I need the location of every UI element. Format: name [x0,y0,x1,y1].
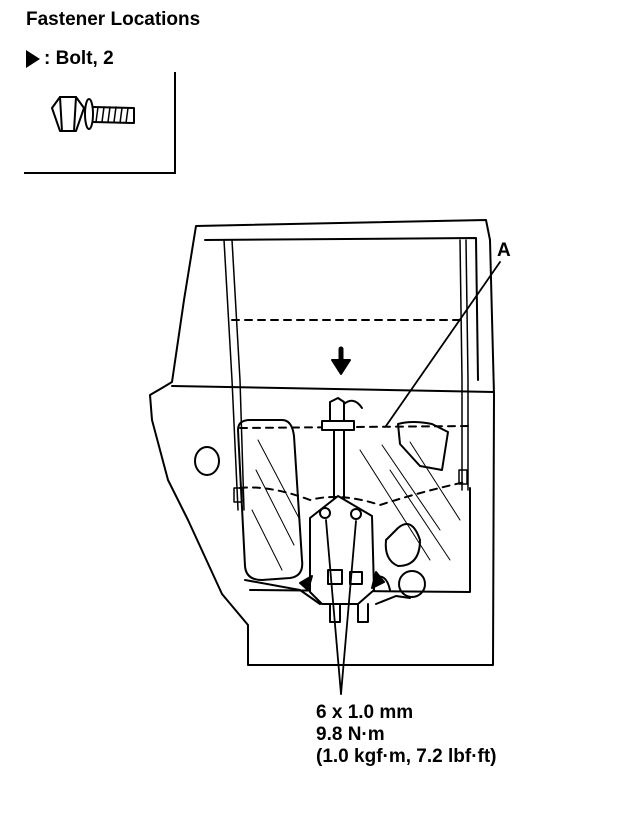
window-channels [223,239,469,511]
page-title: Fastener Locations [26,9,201,30]
bolt-inset-frame [24,72,176,174]
door-outline [149,219,495,666]
bolt-location-arrows [299,571,385,591]
down-arrow-icon [331,346,351,375]
bolt-icon [51,96,135,132]
fastener-torque-nm: 9.8 N·m [316,724,385,745]
fastener-torque-alt: (1.0 kgf·m, 7.2 lbf·ft) [316,746,497,767]
bolt-legend: : Bolt, 2 [26,48,114,70]
bolt-legend-label: : Bolt, 2 [44,48,114,69]
callout-a-leader [385,261,501,427]
window-glass [231,319,471,506]
triangle-pointer-icon [26,50,40,68]
bolt-leader-lines [325,519,357,695]
callout-a: A [497,240,511,261]
fastener-size: 6 x 1.0 mm [316,702,414,723]
